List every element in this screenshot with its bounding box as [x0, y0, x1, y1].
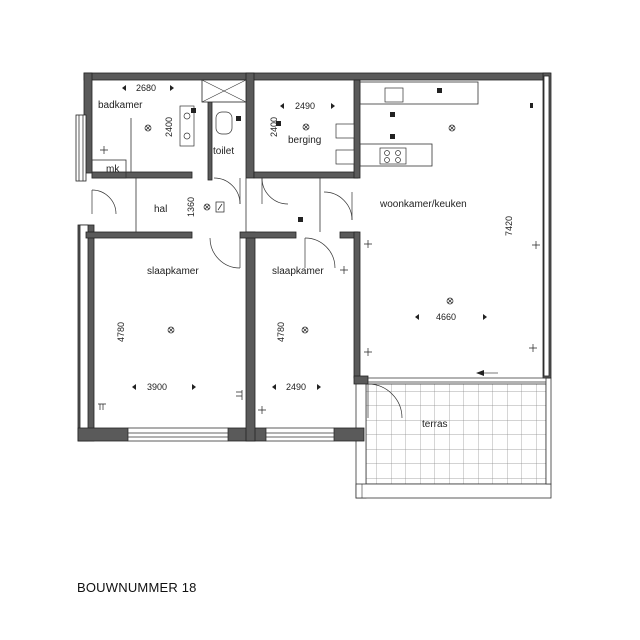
dim-woonkamer-width: 4660 [436, 312, 456, 322]
washbasin-icon [179, 105, 195, 147]
wall-top [83, 72, 551, 81]
terrace-edge-right [545, 377, 552, 485]
light-switch-icon [390, 134, 395, 139]
door-slaapkamer-1 [209, 237, 241, 269]
dryer-icon [335, 149, 355, 165]
toilet-icon [215, 111, 233, 135]
ceiling-light-icon [144, 124, 152, 132]
wall-bottom-3 [333, 427, 365, 442]
window-slaapkamer-1 [127, 427, 229, 442]
room-label-mk: mk [106, 164, 120, 175]
light-switch-icon [390, 112, 395, 117]
dim-slaapkamer-2-depth: 4780 [276, 322, 286, 342]
wall-outlet-icon [98, 403, 106, 410]
light-switch-icon [298, 217, 303, 222]
light-switch-icon [191, 108, 196, 113]
terrace [355, 377, 552, 499]
wall-slaapkamers [245, 231, 256, 442]
washer-icon [335, 123, 355, 139]
lights [144, 123, 456, 334]
interior-lines [91, 81, 546, 442]
light-switch-icon [276, 121, 281, 126]
wall-outlet-icon [258, 406, 266, 414]
dim-slaapkamer-1-depth: 4780 [116, 322, 126, 342]
mk-cupboard [91, 159, 127, 179]
light-switch-icon [437, 88, 442, 93]
wall-slaapkamer-top-2 [239, 231, 297, 239]
door-woonkamer [323, 191, 353, 221]
door-toilet [213, 177, 241, 205]
dimension-arrows [122, 85, 487, 390]
room-label-hal: hal [154, 204, 167, 215]
room-label-woonkamer: woonkamer/keuken [379, 199, 467, 210]
wall-outlet-icon [529, 344, 537, 352]
room-label-toilet: toilet [213, 146, 234, 157]
wall-corner [353, 375, 369, 385]
room-label-slaapkamer-1: slaapkamer [147, 266, 199, 277]
ceiling-light-icon [448, 124, 456, 132]
dim-badkamer-width: 2680 [136, 83, 156, 93]
switches [191, 88, 533, 222]
kitchen-counter-top [359, 81, 479, 105]
wall-bottom-1 [77, 427, 129, 442]
dim-hal-depth: 1360 [186, 197, 196, 217]
door-slaapkamer-2 [304, 237, 336, 269]
dim-berging-width: 2490 [295, 101, 315, 111]
wall-woonkamer-left [353, 231, 361, 379]
window-left [75, 114, 87, 182]
wall-outlet-icon [236, 390, 243, 400]
ceiling-light-icon [446, 297, 454, 305]
wall-outlet-icon [364, 240, 372, 248]
room-label-berging: berging [288, 135, 321, 146]
wall-berging-right [353, 79, 361, 179]
wall-outlet-icon [364, 348, 372, 356]
wall-outlet-icon [340, 266, 348, 274]
walls [75, 72, 552, 442]
dim-woonkamer-depth: 7420 [504, 216, 514, 236]
cooktop-icon [379, 147, 407, 165]
door-berging [261, 177, 289, 205]
room-label-terras: terras [422, 419, 448, 430]
dim-slaapkamer-1-width: 3900 [147, 382, 167, 392]
door-front [91, 189, 117, 215]
ceiling-light-icon [302, 123, 310, 131]
sink-icon [384, 87, 404, 103]
thermostat-icon [215, 201, 225, 213]
terrace-tiles [365, 383, 547, 485]
ceiling-light-icon [301, 326, 309, 334]
light-switch-icon [236, 116, 241, 121]
light-switch-icon [530, 103, 533, 108]
window-slaapkamer-2 [265, 427, 335, 442]
room-label-slaapkamer-2: slaapkamer [272, 266, 324, 277]
doors [91, 177, 403, 419]
wall-berging-bottom [253, 171, 359, 179]
shaft-hatch [201, 79, 247, 103]
outlets [98, 146, 540, 414]
sanitary [179, 87, 407, 165]
building-number-caption: BOUWNUMMER 18 [77, 580, 197, 595]
room-label-badkamer: badkamer [98, 100, 143, 111]
ceiling-light-icon [167, 326, 175, 334]
dim-badkamer-depth: 2400 [164, 117, 174, 137]
dim-slaapkamer-2-width: 2490 [286, 382, 306, 392]
ceiling-light-icon [203, 203, 211, 211]
terrace-balustrade [355, 483, 552, 499]
wall-badkamer-berging [245, 72, 255, 179]
wall-toilet [207, 99, 213, 181]
wall-outlet-icon [100, 146, 108, 154]
kitchen-island [359, 143, 433, 167]
door-terras [367, 383, 403, 419]
dim-berging-depth: 2400 [269, 117, 279, 137]
wall-slaapkamer-top-1 [85, 231, 193, 239]
wall-outlet-icon [532, 241, 540, 249]
